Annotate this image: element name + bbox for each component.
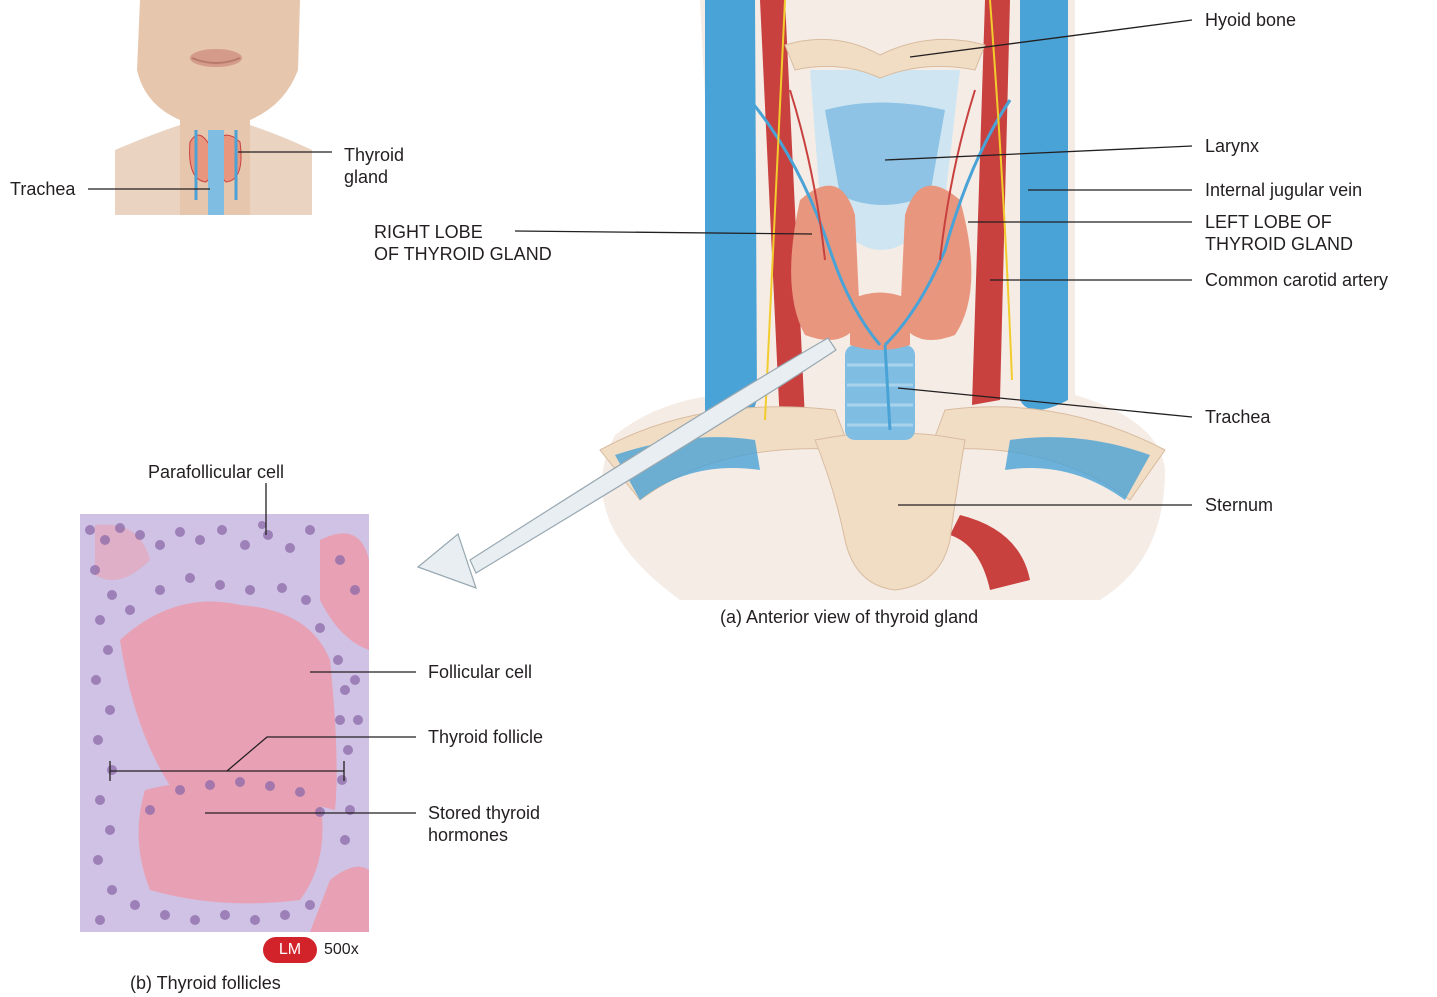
label-trachea: Trachea	[1205, 406, 1270, 428]
label-common-carotid-artery: Common carotid artery	[1205, 269, 1388, 291]
caption-panel-a: (a) Anterior view of thyroid gland	[720, 606, 978, 628]
label-hyoid-bone: Hyoid bone	[1205, 9, 1296, 31]
label-sternum: Sternum	[1205, 494, 1273, 516]
label-left-lobe: LEFT LOBE OF THYROID GLAND	[1205, 211, 1353, 255]
label-stored-thyroid-hormones: Stored thyroid hormones	[428, 802, 540, 846]
label-magnification: 500x	[324, 939, 359, 961]
label-right-lobe: RIGHT LOBE OF THYROID GLAND	[374, 221, 552, 265]
magnify-arrow-head	[418, 534, 476, 588]
inset-neck-drawing	[115, 0, 312, 215]
label-parafollicular-cell: Parafollicular cell	[148, 461, 284, 483]
label-trachea-inset: Trachea	[10, 178, 75, 200]
lm-badge: LM	[263, 937, 317, 963]
label-thyroid-follicle: Thyroid follicle	[428, 726, 543, 748]
label-larynx: Larynx	[1205, 135, 1259, 157]
panel-a-neck-drawing	[600, 0, 1165, 600]
caption-panel-b: (b) Thyroid follicles	[130, 972, 281, 994]
label-follicular-cell: Follicular cell	[428, 661, 532, 683]
label-internal-jugular-vein: Internal jugular vein	[1205, 179, 1362, 201]
micrograph	[80, 514, 369, 932]
label-thyroid-gland: Thyroid gland	[344, 144, 404, 188]
